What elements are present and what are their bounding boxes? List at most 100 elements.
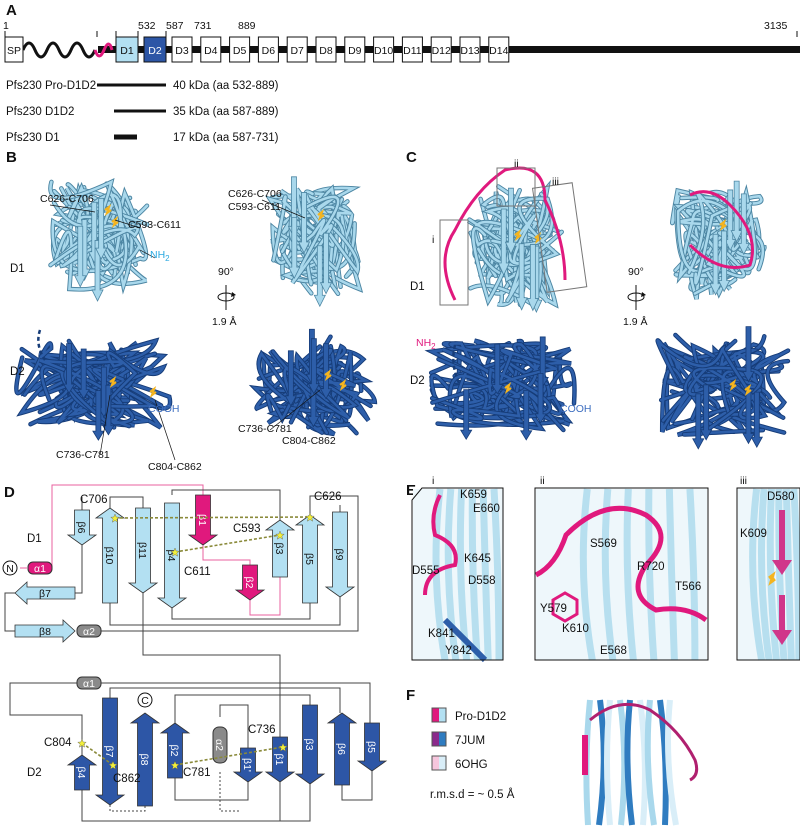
superposed-strand xyxy=(637,699,648,826)
panel-label-d: D xyxy=(4,484,15,501)
alpha-helix xyxy=(212,726,228,764)
construct-name: Pfs230 Pro-D1D2 xyxy=(6,80,96,92)
tyrosine-ring xyxy=(551,591,579,623)
connector-loop xyxy=(81,784,311,822)
panel-label-f: F xyxy=(406,687,415,704)
strand-label: β8 xyxy=(138,754,150,766)
residue-tick-label: 889 xyxy=(238,20,256,32)
inset-box-i xyxy=(439,219,469,306)
n-terminus-label: NH2 xyxy=(150,249,170,263)
disulfide-bond xyxy=(514,229,522,241)
disulfide-label: C804-C862 xyxy=(148,461,202,473)
domain-box-d6 xyxy=(257,36,279,63)
disulfide-bond xyxy=(744,384,752,396)
leader-line xyxy=(261,199,306,219)
beta-strand xyxy=(14,619,76,643)
connector-loop xyxy=(75,545,83,594)
helix-label: α1 xyxy=(34,563,46,575)
domain-box-d13 xyxy=(459,36,481,63)
residue-label: Y579 xyxy=(540,603,567,615)
disordered-loop xyxy=(452,344,462,386)
disulfide-bond xyxy=(104,204,112,216)
d1-label: D1 xyxy=(410,281,425,293)
panel-label-b: B xyxy=(6,149,17,166)
connector-loop xyxy=(174,694,311,723)
inset-structure xyxy=(413,488,503,661)
construct-bar xyxy=(97,83,166,87)
inset-frame-ii xyxy=(534,487,709,661)
disulfide-bond xyxy=(504,382,512,394)
disulfide-bond xyxy=(111,216,119,228)
beta-strand xyxy=(129,712,161,807)
domain-box-d7 xyxy=(286,36,308,63)
strand-label: β8 xyxy=(39,626,51,638)
alpha-helix xyxy=(76,624,102,638)
d1-label: D1 xyxy=(10,263,25,275)
inset-structure xyxy=(738,488,800,661)
disulfide-bond xyxy=(317,209,325,221)
d2-label: D2 xyxy=(410,375,425,387)
beta-strand xyxy=(14,581,76,605)
domain-label: D4 xyxy=(204,45,218,57)
connector-loop xyxy=(100,682,371,723)
superposed-strand xyxy=(657,699,669,826)
domain-label: D5 xyxy=(233,45,247,57)
cysteine-label: C736 xyxy=(248,724,276,736)
legend-swatch xyxy=(431,731,447,747)
connector-loop xyxy=(109,687,341,713)
domain-label: D9 xyxy=(348,45,362,57)
strand-label: β9 xyxy=(333,549,345,561)
connector-loop xyxy=(219,772,240,812)
rotation-label: 90° xyxy=(628,266,644,278)
legend-item: 6OHG xyxy=(431,755,488,771)
strand-label: β6 xyxy=(335,743,347,755)
connector-loop xyxy=(171,603,311,620)
connector-loop xyxy=(202,545,251,565)
rotate-icon xyxy=(627,285,646,310)
domain-box-d3 xyxy=(171,36,193,63)
cysteine-label: C626 xyxy=(314,491,342,503)
beta-strand xyxy=(264,736,296,783)
rotate-icon xyxy=(217,285,236,310)
domain-label: D11 xyxy=(403,45,422,57)
construct-bar xyxy=(114,134,137,140)
strand-label: β3 xyxy=(273,543,285,555)
connector-loop xyxy=(341,771,373,801)
strand-label: β10 xyxy=(103,547,115,565)
c-terminus-label: COOH xyxy=(148,403,180,415)
domain-label: D3 xyxy=(175,45,189,57)
cysteine-label: C593 xyxy=(233,523,261,535)
rmsd-label: 1.9 Å xyxy=(623,315,648,328)
residue-label: E660 xyxy=(473,503,500,515)
cysteine-star-icon xyxy=(170,760,180,770)
beta-strand xyxy=(94,697,126,806)
superposed-structures xyxy=(582,699,699,826)
beta-strand xyxy=(324,511,356,598)
legend-label: 7JUM xyxy=(455,735,485,747)
beta-strand xyxy=(326,712,358,786)
superposed-strand xyxy=(604,699,613,826)
n-terminus-label: N xyxy=(6,563,14,575)
cysteine-label: C804 xyxy=(44,737,72,749)
legend-item: Pro-D1D2 xyxy=(431,707,506,723)
inset-label: i xyxy=(432,234,434,246)
inset-label: iii xyxy=(740,475,747,487)
residue-tick-label: 3135 xyxy=(764,20,788,32)
legend-item: 7JUM xyxy=(431,731,485,747)
inset-box-ii xyxy=(496,167,536,207)
inset-frame-iii xyxy=(736,487,800,661)
leader-line xyxy=(114,219,141,229)
strand-label: β1' xyxy=(241,758,253,772)
structure-b-rot-d2 xyxy=(248,328,378,437)
domain-box-d10 xyxy=(373,36,395,63)
connector-loop xyxy=(100,495,359,632)
c-terminus-circle xyxy=(137,692,153,708)
prodomain-wave xyxy=(21,41,97,59)
disulfide-bond xyxy=(719,219,727,231)
residue-label: K659 xyxy=(460,489,487,501)
domain-box-d9 xyxy=(344,36,366,63)
cysteine-star-icon xyxy=(305,512,315,522)
